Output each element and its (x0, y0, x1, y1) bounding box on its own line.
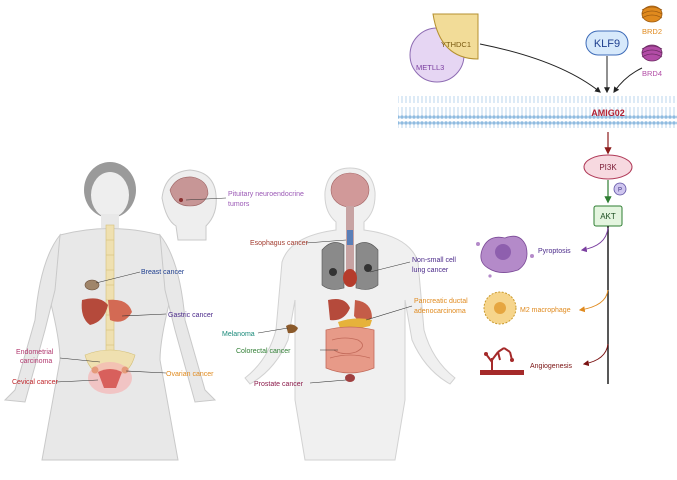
cell-membrane (398, 96, 677, 128)
label-melanoma: Melanoma (222, 331, 255, 338)
angiogenesis-icon (480, 347, 524, 375)
heart-icon (343, 269, 357, 287)
brain-icon-2 (330, 172, 370, 208)
head-profile-illustration (161, 169, 217, 241)
pathway-diagram (398, 5, 677, 384)
label-ythdc1: YTHDC1 (441, 40, 471, 49)
label-gastric: Gastric cancer (168, 312, 214, 319)
pancreas-icon (338, 318, 372, 329)
female-body-illustration (3, 162, 217, 461)
label-pyroptosis: Pyroptosis (538, 248, 571, 255)
label-colorectal: Colorectal cancer (236, 348, 291, 355)
label-pituitary-1: Pituitary neuroendocrine (228, 191, 304, 198)
leader-lines (55, 197, 413, 384)
prostate-icon (345, 374, 355, 382)
label-amigo2: AMIG02 (591, 108, 625, 118)
label-pancreatic-1: Pancreatic ductal (414, 298, 468, 305)
brd2-icon (641, 5, 663, 23)
label-prostate: Prostate cancer (254, 381, 304, 388)
male-body-illustration (244, 167, 456, 461)
label-pi3k: PI3K (599, 163, 617, 172)
text-labels: Pituitary neuroendocrine tumors Breast c… (12, 27, 662, 388)
label-esophagus: Esophagus cancer (250, 240, 309, 247)
arrow-akt-pyroptosis (580, 227, 609, 253)
klf9-node (585, 30, 629, 56)
label-pancreatic-2: adenocarcinoma (414, 308, 466, 315)
label-brd2: BRD2 (642, 27, 662, 36)
pituitary-icon (179, 198, 183, 202)
stomach-icon (108, 299, 132, 322)
melanoma-icon (286, 324, 298, 334)
arrow-akt-m2 (578, 289, 609, 313)
label-m2: M2 macrophage (520, 307, 571, 314)
pi3k-node (583, 154, 633, 180)
arrow-ythdc1-amigo2 (479, 43, 601, 93)
label-mettl3: METLL3 (416, 63, 444, 72)
label-brd4: BRD4 (642, 69, 662, 78)
label-ovarian: Ovarian cancer (166, 371, 214, 378)
label-angiogenesis: Angiogenesis (530, 363, 573, 370)
arrow-akt-angiogenesis (582, 343, 609, 367)
breast-icon (84, 279, 100, 291)
uterus-icon (98, 369, 122, 388)
label-klf9: KLF9 (594, 38, 620, 50)
label-endometrial-1: Endometrial (16, 349, 54, 356)
label-akt: AKT (600, 212, 616, 221)
brd4-icon (641, 44, 663, 62)
label-endometrial-2: carcinoma (20, 358, 52, 365)
label-breast: Breast cancer (141, 269, 185, 276)
ythdc1-node (432, 13, 479, 60)
label-phospho: P (618, 188, 622, 194)
liver-icon (81, 298, 108, 325)
arrow-brd4-amigo2 (613, 67, 643, 93)
label-nsclc-1: Non-small cell (412, 257, 456, 264)
label-pituitary-2: tumors (228, 201, 250, 208)
m2-macrophage-icon (483, 291, 517, 325)
phospho-icon (613, 182, 627, 196)
lung-left (321, 242, 345, 290)
label-nsclc-2: lung cancer (412, 267, 449, 274)
pyroptosis-icon (476, 235, 534, 278)
label-cervical: Cevical cancer (12, 379, 59, 386)
ovary-icon (91, 366, 99, 374)
